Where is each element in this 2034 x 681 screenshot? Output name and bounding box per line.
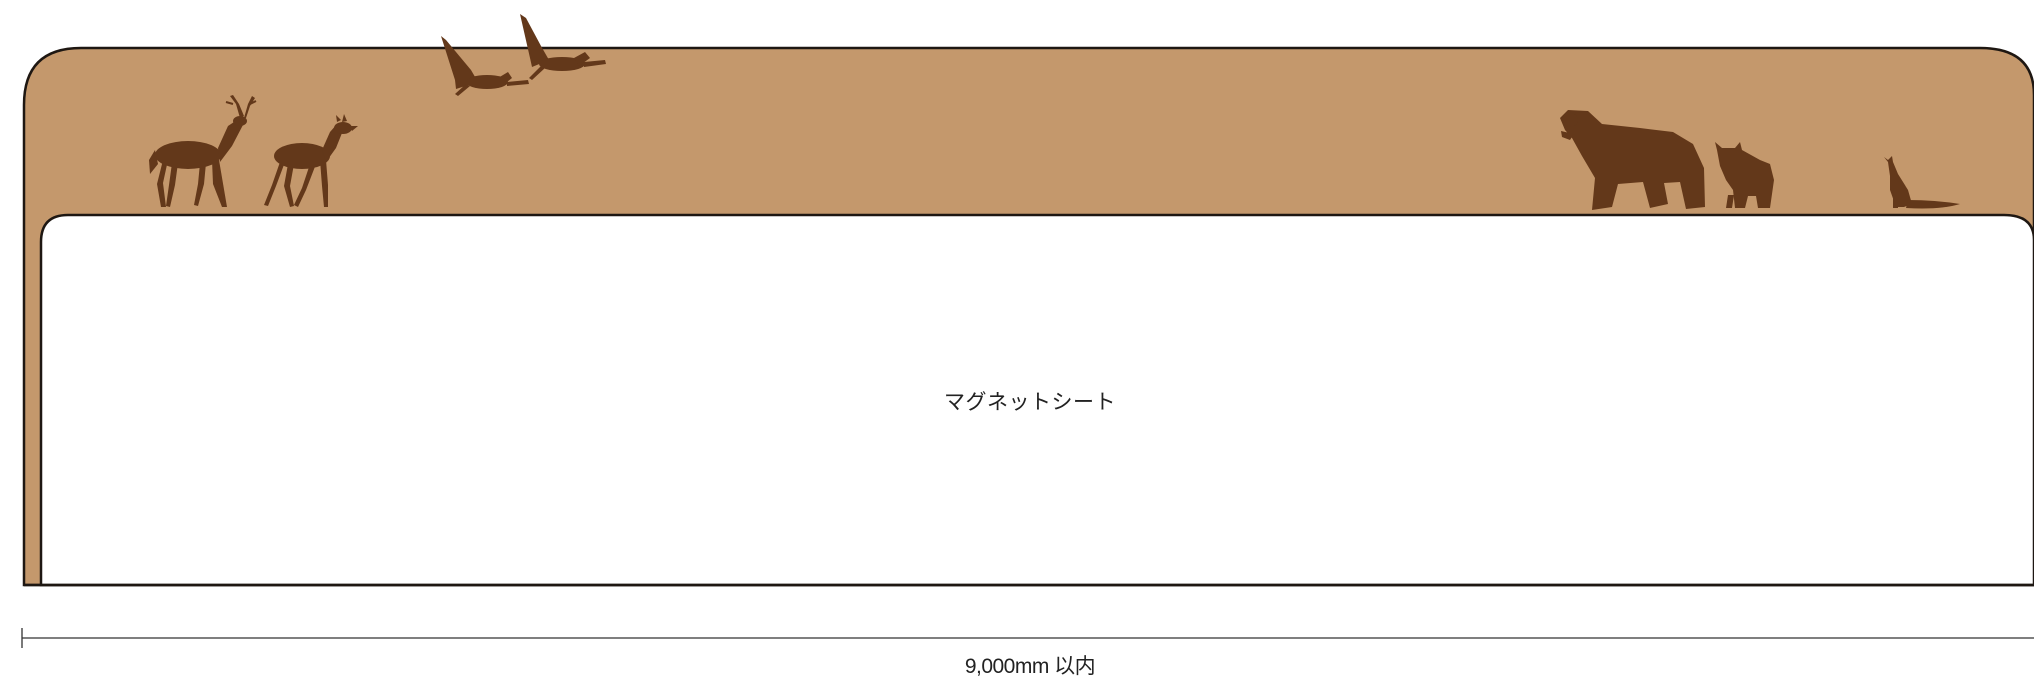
bear-icon bbox=[1560, 110, 1705, 210]
flying-crane-icon bbox=[441, 36, 529, 96]
dimension-line bbox=[21, 628, 2034, 648]
fox-icon bbox=[1884, 156, 1960, 209]
deer-stag-icon bbox=[149, 95, 257, 207]
dimension-label: 9,000mm 以内 bbox=[964, 655, 1096, 678]
deer-doe-icon bbox=[264, 114, 358, 207]
bear-cub-icon bbox=[1715, 142, 1774, 208]
magnet-sheet-label: マグネットシート bbox=[944, 390, 1116, 414]
flying-crane-icon bbox=[520, 14, 606, 80]
